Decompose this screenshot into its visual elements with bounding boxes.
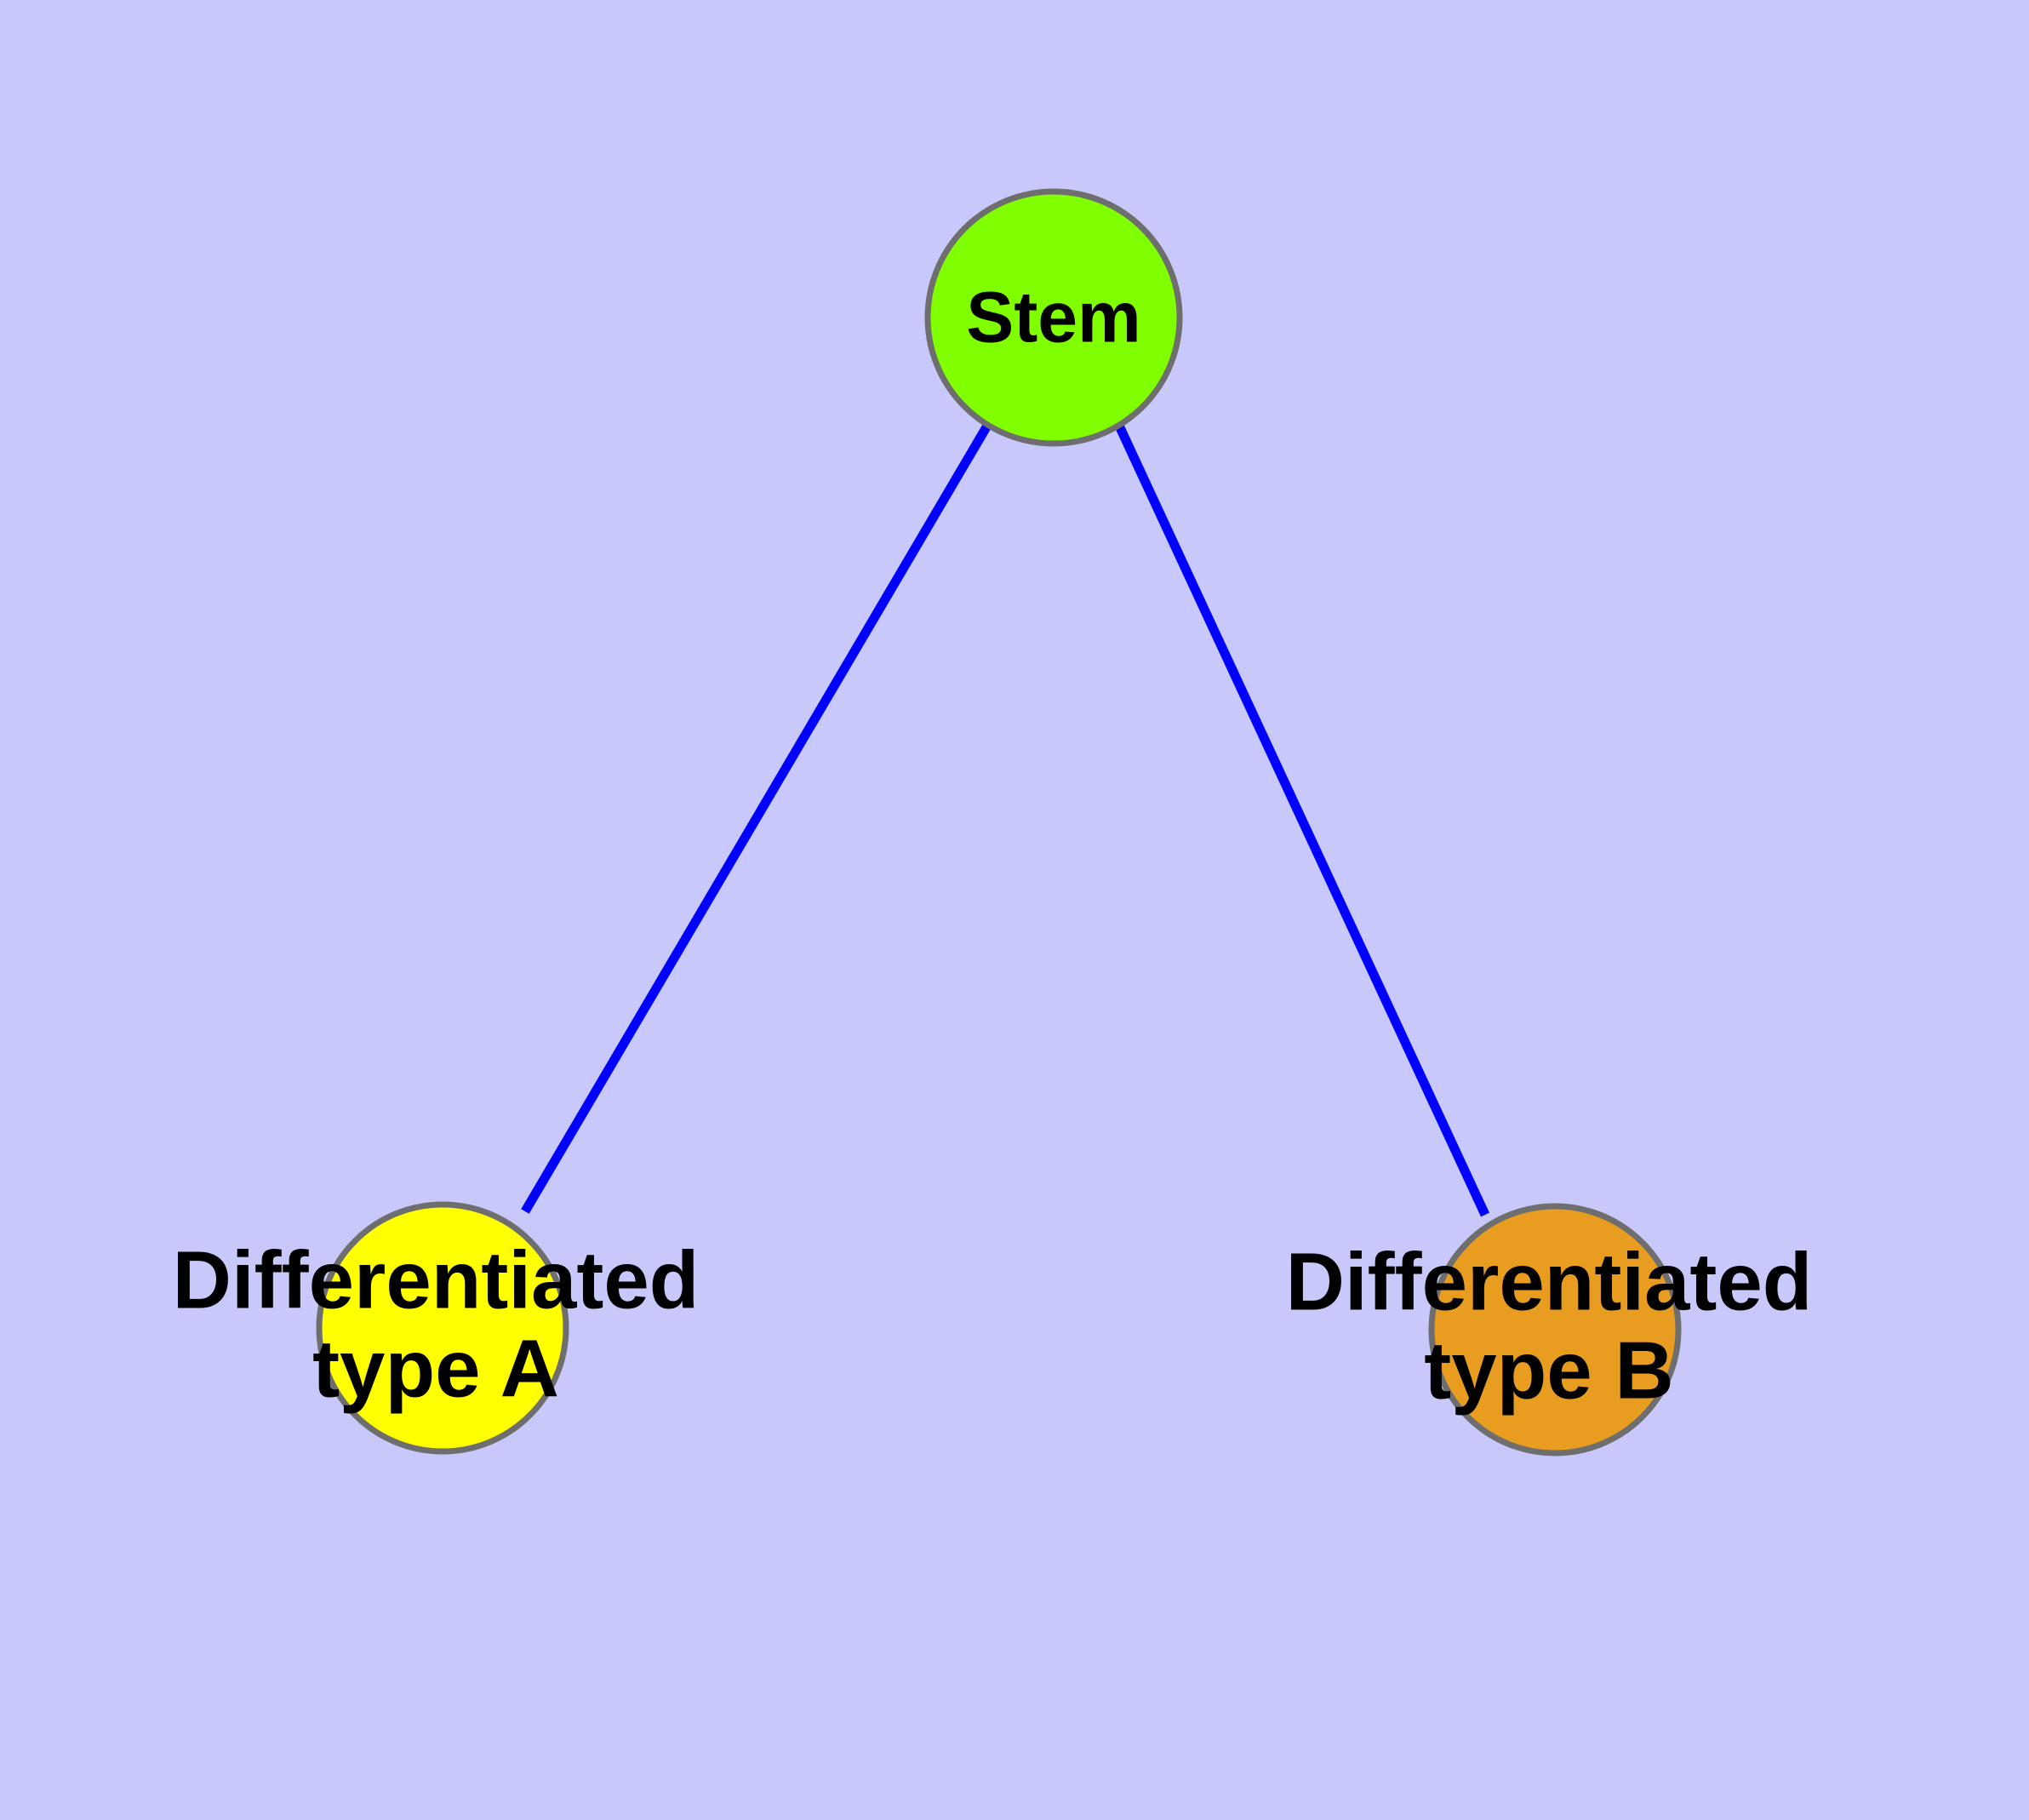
edge-layer [521,421,1489,1217]
edge-stem-to-diff-a [521,423,992,1214]
edge-stem-to-diff-b [1114,421,1489,1217]
node-circle-differentiated-type-b[interactable] [1428,1203,1682,1457]
node-layer [316,188,1682,1457]
node-circle-differentiated-type-a[interactable] [316,1201,569,1455]
node-circle-stem[interactable] [924,188,1183,447]
